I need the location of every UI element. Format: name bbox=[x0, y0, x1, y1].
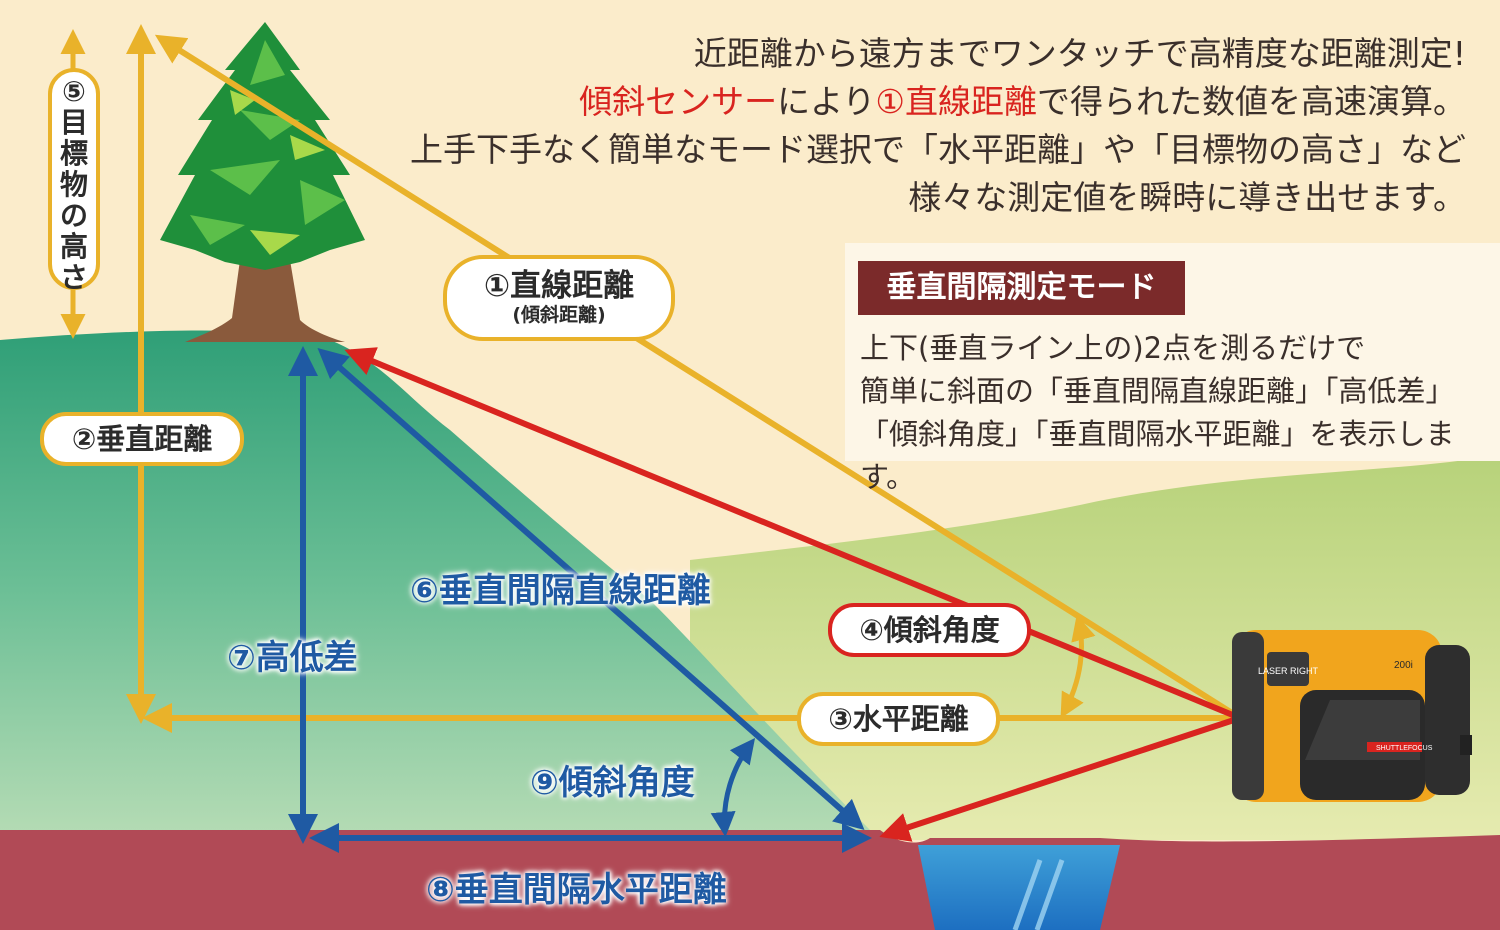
ground bbox=[0, 830, 1500, 930]
intro-line-1: 近距離から遠方までワンタッチで高精度な距離測定! bbox=[693, 34, 1466, 73]
rangefinder-device: LASER RIGHT 200i SHUTTLEFOCUS bbox=[1232, 630, 1472, 802]
intro-red-2: ①直線距離 bbox=[875, 82, 1037, 121]
vi-angle-arc bbox=[710, 738, 756, 837]
tree-icon bbox=[160, 22, 365, 270]
vi-straight-label: ⑥垂直間隔直線距離 bbox=[410, 571, 711, 611]
intro-line-2: 傾斜センサーにより①直線距離で得られた数値を高速演算。 bbox=[410, 78, 1466, 126]
intro-line-4: 様々な測定値を瞬時に導き出せます。 bbox=[908, 178, 1466, 217]
mode-title: 垂直間隔測定モード bbox=[858, 261, 1185, 315]
intro-line-3: 上手下手なく簡単なモード選択で「水平距離」や「目標物の高さ」など bbox=[410, 130, 1466, 169]
slope-bottom-arrow bbox=[879, 715, 1241, 842]
target-height-pill bbox=[48, 68, 100, 290]
device-brand: LASER RIGHT bbox=[1258, 666, 1319, 676]
incline-angle-arc bbox=[1060, 615, 1096, 719]
vi-angle-label: ⑨傾斜角度 bbox=[530, 763, 695, 803]
intro-mid: により bbox=[777, 82, 876, 121]
mode-desc-3: 「傾斜角度」「垂直間隔水平距離」を表示します。 bbox=[860, 417, 1455, 494]
intro-red-1: 傾斜センサー bbox=[579, 82, 778, 121]
intro-end: で得られた数値を高速演算。 bbox=[1037, 82, 1466, 121]
straight-distance-sublabel: (傾斜距離) bbox=[512, 304, 606, 326]
elevation-label: ⑦高低差 bbox=[227, 638, 358, 678]
vertical-distance-pill: ②垂直距離 bbox=[40, 412, 244, 466]
tree-trunk bbox=[185, 260, 345, 342]
intro-text: 近距離から遠方までワンタッチで高精度な距離測定! 傾斜センサーにより①直線距離で… bbox=[410, 30, 1466, 222]
mode-desc-1: 上下(垂直ライン上の)2点を測るだけで bbox=[860, 331, 1366, 365]
straight-distance-label: ①直線距離 bbox=[483, 268, 635, 304]
vi-horizontal-label: ⑧垂直間隔水平距離 bbox=[426, 870, 727, 910]
mode-description: 上下(垂直ライン上の)2点を測るだけで 簡単に斜面の「垂直間隔直線距離」「高低差… bbox=[860, 327, 1500, 499]
mode-desc-2: 簡単に斜面の「垂直間隔直線距離」「高低差」 bbox=[860, 374, 1455, 408]
device-series: SHUTTLEFOCUS bbox=[1376, 745, 1433, 752]
target-height-label: ⑤目標物の高さ bbox=[59, 75, 88, 294]
straight-distance-pill: ①直線距離 (傾斜距離) bbox=[443, 255, 675, 341]
vi-straight-arrow bbox=[317, 348, 865, 830]
incline-angle-pill: ④傾斜角度 bbox=[828, 603, 1031, 657]
water bbox=[918, 845, 1120, 930]
horizontal-distance-pill: ③水平距離 bbox=[797, 692, 1000, 746]
device-model: 200i bbox=[1394, 660, 1413, 671]
